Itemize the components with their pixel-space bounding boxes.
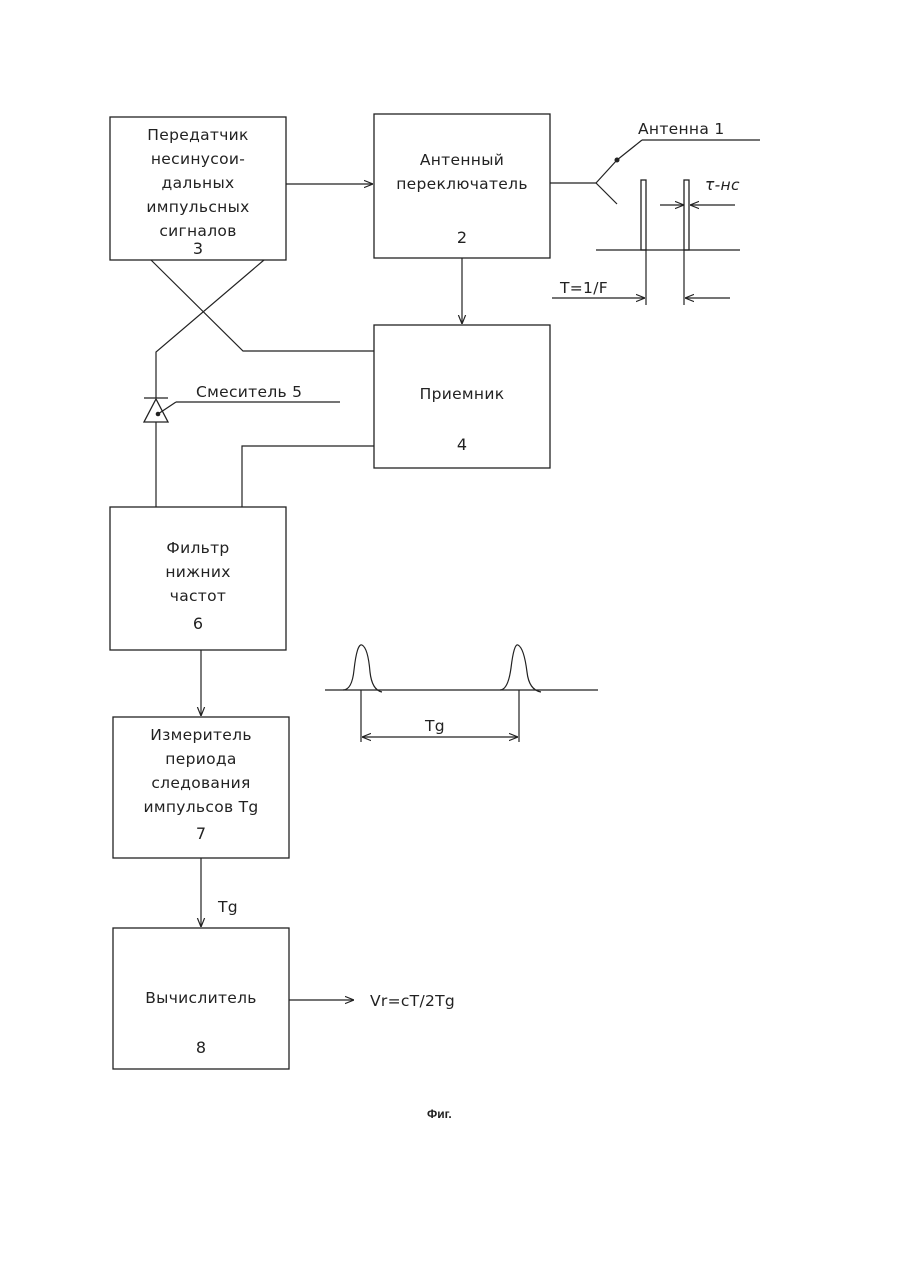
antenna-icon (596, 140, 760, 204)
svg-text:частот: частот (170, 587, 227, 605)
mixer-label: Смеситель 5 (196, 383, 302, 401)
svg-text:периода: периода (165, 750, 236, 768)
antenna-switch-block: Антенный переключатель 2 (374, 114, 550, 258)
svg-text:импульсных: импульсных (146, 198, 249, 216)
svg-text:4: 4 (457, 435, 467, 454)
svg-text:Измеритель: Измеритель (150, 726, 252, 744)
calculator-block: Вычислитель 8 (113, 928, 289, 1069)
tg-wave-label: Tg (424, 717, 445, 735)
period-meter-block: Измеритель периода следования импульсов … (113, 717, 289, 858)
svg-text:несинусои-: несинусои- (151, 150, 245, 168)
svg-text:3: 3 (193, 239, 203, 258)
svg-text:Приемник: Приемник (420, 385, 505, 403)
svg-text:сигналов: сигналов (159, 222, 236, 240)
svg-text:6: 6 (193, 614, 203, 633)
svg-text:7: 7 (196, 824, 206, 843)
period-label: T=1/F (559, 279, 608, 297)
svg-text:8: 8 (196, 1038, 206, 1057)
svg-text:Фильтр: Фильтр (166, 539, 229, 557)
svg-text:нижних: нижних (165, 563, 230, 581)
antenna-label: Антенна 1 (638, 120, 725, 138)
pulse-width-label: τ-нс (705, 176, 740, 194)
line-receiver-to-filter (242, 446, 374, 507)
lowpass-filter-block: Фильтр нижних частот 6 (110, 507, 286, 650)
received-pulse-waveform (325, 645, 598, 742)
figure-caption: Фиг. (427, 1107, 452, 1121)
svg-text:Передатчик: Передатчик (147, 126, 248, 144)
tg-arrow-label: Tg (217, 898, 238, 916)
svg-text:импульсов Tg: импульсов Tg (143, 798, 258, 816)
svg-text:следования: следования (151, 774, 250, 792)
line-receiver-to-transmitter (151, 260, 374, 351)
svg-text:дальных: дальных (162, 174, 235, 192)
velocity-formula: Vr=cT/2Tg (370, 992, 455, 1010)
svg-text:Вычислитель: Вычислитель (145, 989, 257, 1007)
transmitter-block: Передатчик несинусои- дальных импульсных… (110, 117, 286, 260)
svg-text:Антенный: Антенный (420, 151, 504, 169)
svg-text:2: 2 (457, 228, 467, 247)
receiver-block: Приемник 4 (374, 325, 550, 468)
svg-text:переключатель: переключатель (396, 175, 528, 193)
